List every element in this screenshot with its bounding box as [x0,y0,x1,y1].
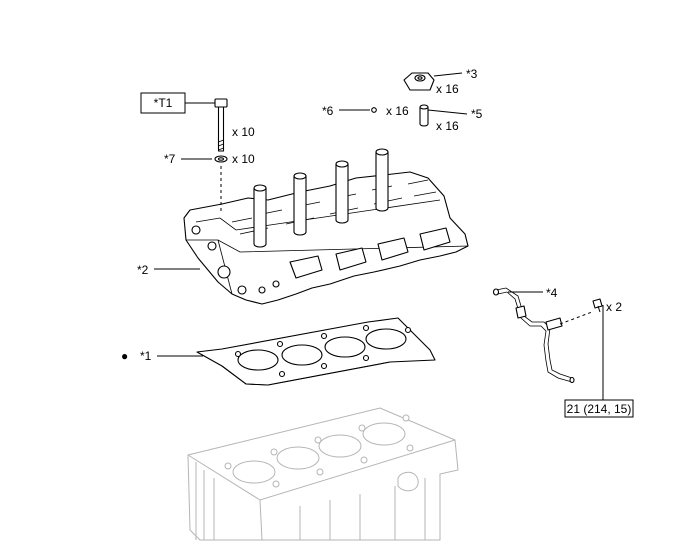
part-5 [419,104,468,127]
callout-6-label: *6 [322,104,334,118]
part-3 [403,72,463,91]
callout-3-label: *3 [466,67,478,81]
valve-guide-tubes [253,148,389,248]
qty-part-3: x 16 [436,82,459,96]
callout-1-label: *1 [140,349,152,363]
qty-part-6: x 16 [386,104,409,118]
callout-7-label: *7 [164,152,176,166]
water-bypass-pipe [492,287,593,384]
qty-bolt-t1: x 10 [232,125,255,139]
callout-t1-label: *T1 [154,96,173,110]
part-6 [371,107,377,113]
qty-washer-7: x 10 [232,152,255,166]
qty-part-5: x 16 [436,119,459,133]
callout-4-label: *4 [546,286,558,300]
torque-spec-label: 21 (214, 15) [567,402,632,416]
torque-spec-box: 21 (214, 15) [564,399,634,418]
callout-5-label: *5 [471,107,483,121]
bracket-bolt [592,298,604,400]
callout-2-label: *2 [137,263,149,277]
qty-bolt-4: x 2 [606,300,622,314]
plate-washer [214,155,228,163]
cylinder-head-gasket [196,317,436,386]
non-reusable-icon: ● [121,349,128,363]
callout-t1: *T1 [140,92,215,114]
cylinder-block [187,407,459,541]
cylinder-head [183,148,469,305]
